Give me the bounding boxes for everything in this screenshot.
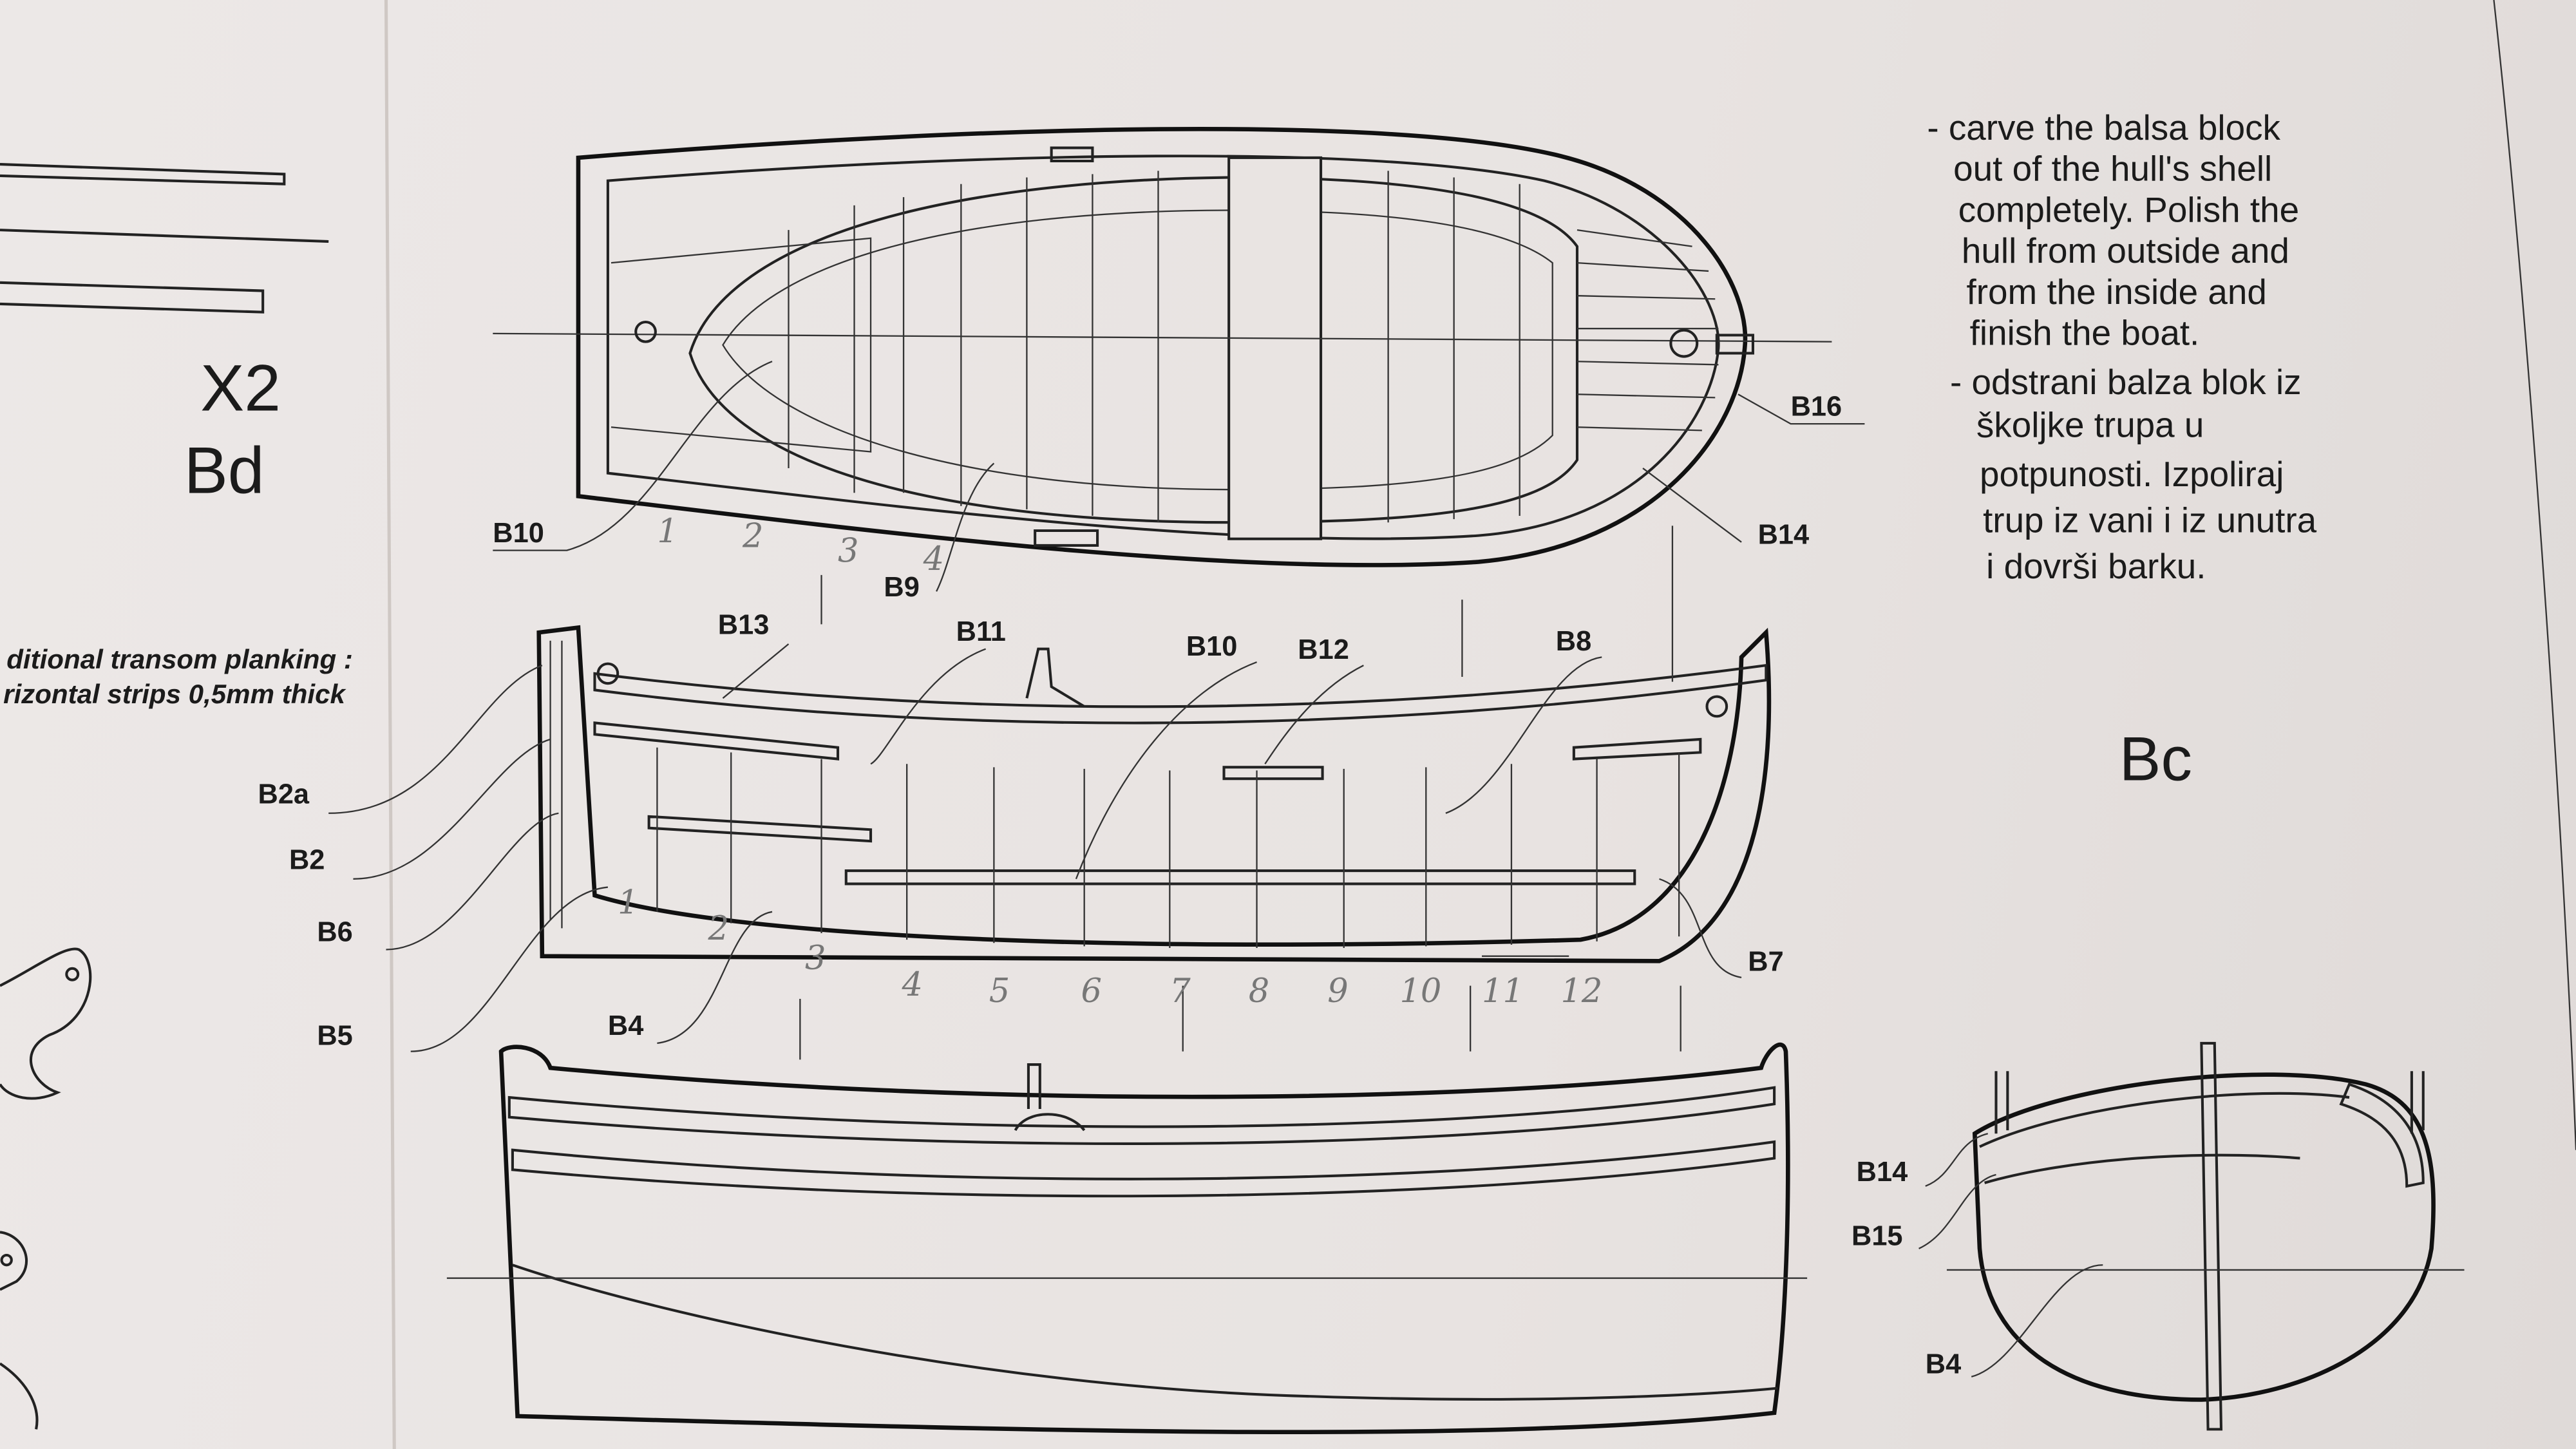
instruction-line: - odstrani balza blok iz: [1950, 362, 2301, 402]
callout-b13: B13: [718, 610, 770, 641]
frame-number: 11: [1482, 972, 1524, 1010]
callout-b14-top: B14: [1758, 519, 1810, 550]
instruction-line: - carve the balsa block: [1927, 108, 2280, 147]
frame-number: 4: [923, 540, 944, 578]
hull-side-cutaway: [328, 526, 1772, 1060]
frame-number: 3: [838, 532, 858, 570]
instruction-line: trup iz vani i iz unutra: [1983, 500, 2317, 540]
instruction-line: completely. Polish the: [1958, 189, 2299, 229]
frame-number: 9: [1327, 972, 1348, 1010]
callout-b4-section: B4: [1926, 1349, 1961, 1380]
hull-cross-section: [1918, 1041, 2465, 1431]
leader-lines: [328, 643, 1742, 1052]
frame-number: 5: [989, 972, 1010, 1010]
instruction-line: finish the boat.: [1970, 313, 2200, 353]
top-frame-numbers: 1 2 3 4: [657, 513, 944, 578]
callout-b11: B11: [956, 616, 1006, 647]
section-title-bc: Bc: [2119, 724, 2192, 794]
frame-number: 4: [902, 966, 923, 1004]
callout-b10-side: B10: [1186, 631, 1238, 662]
frame-number: 2: [707, 910, 728, 948]
hull-exterior-side: [446, 1042, 1808, 1435]
page-fold: [384, 0, 396, 1449]
callout-b15: B15: [1852, 1221, 1903, 1252]
callout-b12: B12: [1298, 634, 1349, 665]
page-edge: [2493, 0, 2576, 1150]
frame-number: 7: [1170, 972, 1191, 1010]
instruction-line: out of the hull's shell: [1953, 149, 2272, 189]
instruction-line: i dovrši barku.: [1986, 546, 2206, 586]
frame-number: 10: [1399, 972, 1441, 1010]
frame-number: 12: [1560, 972, 1602, 1010]
callout-b6: B6: [317, 917, 352, 948]
frame-number: 2: [742, 517, 763, 555]
callout-b9: B9: [884, 572, 919, 603]
callout-b2a: B2a: [258, 779, 310, 810]
callout-b10-top: B10: [493, 518, 544, 549]
callout-b2: B2: [289, 844, 325, 875]
part-label-bd: Bd: [184, 433, 265, 507]
part-label-x2: X2: [200, 352, 281, 425]
callout-b4-side: B4: [608, 1010, 643, 1041]
instruction-line: from the inside and: [1967, 272, 2267, 312]
left-strip-parts: [0, 163, 329, 1430]
transom-note-line-1: ditional transom planking :: [6, 644, 353, 674]
frame-number: 3: [805, 940, 826, 978]
callout-b5: B5: [317, 1020, 352, 1051]
frame-number: 6: [1081, 972, 1102, 1010]
instruction-line: hull from outside and: [1962, 231, 2289, 270]
callout-b7: B7: [1748, 947, 1783, 978]
frame-number: 8: [1249, 972, 1269, 1010]
instruction-line: potpunosti. Izpoliraj: [1980, 454, 2284, 494]
callout-b8: B8: [1556, 626, 1591, 657]
frame-number: 1: [657, 513, 677, 551]
callout-b16: B16: [1791, 391, 1842, 422]
hull-top-view: [493, 127, 1865, 592]
side-frame-numbers: 1 2 3 4 5 6 7 8 9 10 11 12: [618, 884, 1602, 1010]
instruction-line: školjke trupa u: [1976, 405, 2204, 445]
transom-note-line-2: rizontal strips 0,5mm thick: [3, 679, 346, 709]
instructions-text: - carve the balsa block out of the hull'…: [1927, 108, 2316, 586]
frame-number: 1: [618, 884, 638, 922]
callout-b14-section: B14: [1857, 1157, 1908, 1188]
